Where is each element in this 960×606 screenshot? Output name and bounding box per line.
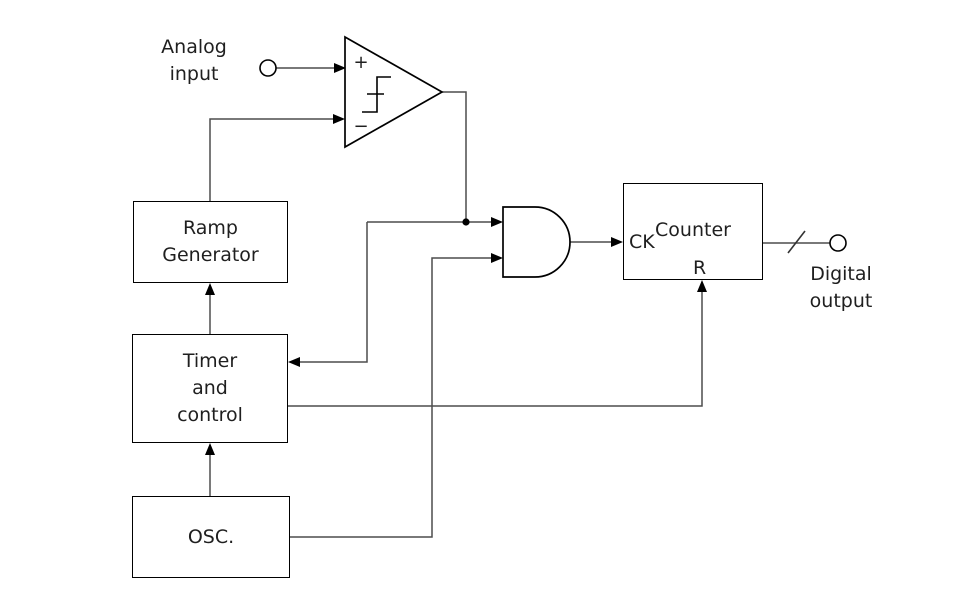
step-function-icon [362, 76, 391, 113]
wire-ramp-to-comparator-minus [209, 114, 345, 201]
digital-output-label: Digital output [809, 263, 873, 312]
analog-input-label: Analog input [161, 36, 227, 85]
timer-control-label: Timer and control [177, 350, 243, 426]
wire-junction-to-timer [288, 222, 368, 367]
digital-output-terminal-icon [829, 234, 847, 252]
comparator-symbol [344, 35, 444, 149]
counter-title: Counter [655, 219, 731, 241]
wire-and-gate-to-counter-ck [570, 237, 623, 247]
wire-timer-to-ramp [205, 283, 215, 334]
analog-input-terminal-icon [259, 59, 277, 77]
ramp-generator-label: Ramp Generator [162, 217, 259, 266]
comparator-minus-label: − [353, 116, 369, 137]
junction-dot [462, 218, 470, 226]
block-oscillator: OSC. [132, 496, 290, 578]
block-timer-and-control: Timer and control [132, 334, 288, 443]
wire-osc-to-timer [205, 443, 215, 496]
wire-timer-to-counter-reset [288, 280, 707, 407]
counter-reset-pin-label: R [693, 257, 707, 279]
wire-comparator-output [442, 91, 467, 222]
comparator-plus-label: + [353, 52, 369, 73]
wire-junction-to-and-gate [367, 217, 503, 227]
wire-osc-to-and-gate [290, 253, 503, 538]
block-counter: Counter CK R [623, 183, 763, 280]
wire-analog-to-comparator [276, 63, 346, 73]
block-ramp-generator: Ramp Generator [133, 201, 288, 283]
oscillator-label: OSC. [187, 525, 235, 548]
bus-slash-mark [787, 230, 806, 254]
and-gate-symbol [502, 206, 571, 278]
counter-clock-pin-label: CK [629, 231, 655, 253]
